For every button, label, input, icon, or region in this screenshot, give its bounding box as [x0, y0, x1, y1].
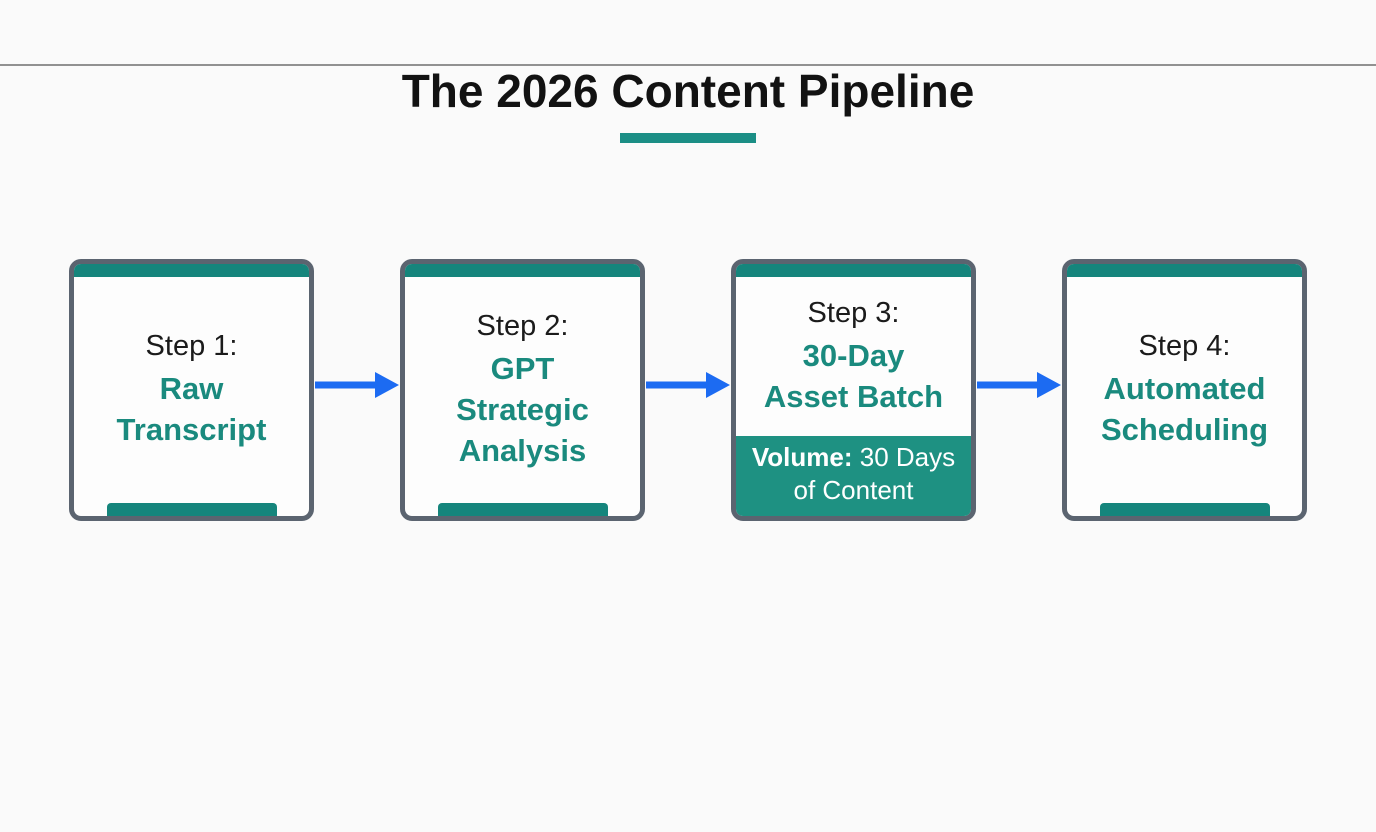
pipeline-flow: Step 1: Raw Transcript Step 2: GPT Strat…: [0, 259, 1376, 522]
flow-arrow-icon: [645, 371, 731, 399]
step-title: 30-Day Asset Batch: [764, 335, 943, 417]
step-box-4: Step 4: Automated Scheduling: [1062, 259, 1307, 522]
step-title-line: Strategic: [456, 391, 589, 427]
flow-arrow-icon: [314, 371, 400, 399]
step-box-top-bar: [74, 264, 309, 278]
step-title-line: Transcript: [116, 412, 267, 448]
step-title-line: Analysis: [458, 432, 587, 468]
flow-arrow-icon: [976, 371, 1062, 399]
step-content: Step 2: GPT Strategic Analysis: [405, 277, 640, 503]
step-title-line: Asset Batch: [763, 378, 944, 414]
step-box-bottom-bar: [106, 503, 277, 517]
step-title-line: 30-Day: [802, 337, 905, 373]
volume-banner-label: Volume:: [751, 442, 853, 473]
step-box-top-bar: [1067, 264, 1302, 278]
step-box-3: Step 3: 30-Day Asset Batch Volume: 30 Da…: [731, 259, 976, 522]
step-title-line: Scheduling: [1100, 412, 1269, 448]
volume-banner-value: 30 Days of Content: [793, 442, 956, 506]
page-title: The 2026 Content Pipeline: [401, 65, 975, 117]
step-content: Step 3: 30-Day Asset Batch: [736, 277, 971, 436]
step-label: Step 3:: [807, 296, 900, 329]
step-box-bottom-bar: [437, 503, 608, 517]
step-label: Step 4:: [1138, 330, 1231, 363]
step-box-2: Step 2: GPT Strategic Analysis: [400, 259, 645, 522]
step-box-top-bar: [405, 264, 640, 278]
step-title: Raw Transcript: [117, 368, 267, 450]
step-box-top-bar: [736, 264, 971, 278]
step-label: Step 1:: [145, 330, 238, 363]
top-edge-artifact: [0, 64, 1376, 66]
step-title: Automated Scheduling: [1101, 368, 1268, 450]
step-title-line: GPT: [490, 350, 555, 386]
step-content: Step 1: Raw Transcript: [74, 277, 309, 503]
step-box-1: Step 1: Raw Transcript: [69, 259, 314, 522]
volume-banner: Volume: 30 Days of Content: [736, 436, 971, 517]
step-box-bottom-bar: [1099, 503, 1270, 517]
step-title: GPT Strategic Analysis: [456, 348, 589, 471]
title-underline: [620, 133, 756, 144]
step-content: Step 4: Automated Scheduling: [1067, 277, 1302, 503]
step-label: Step 2:: [476, 309, 569, 342]
step-title-line: Raw: [159, 371, 224, 407]
step-title-line: Automated: [1103, 371, 1266, 407]
